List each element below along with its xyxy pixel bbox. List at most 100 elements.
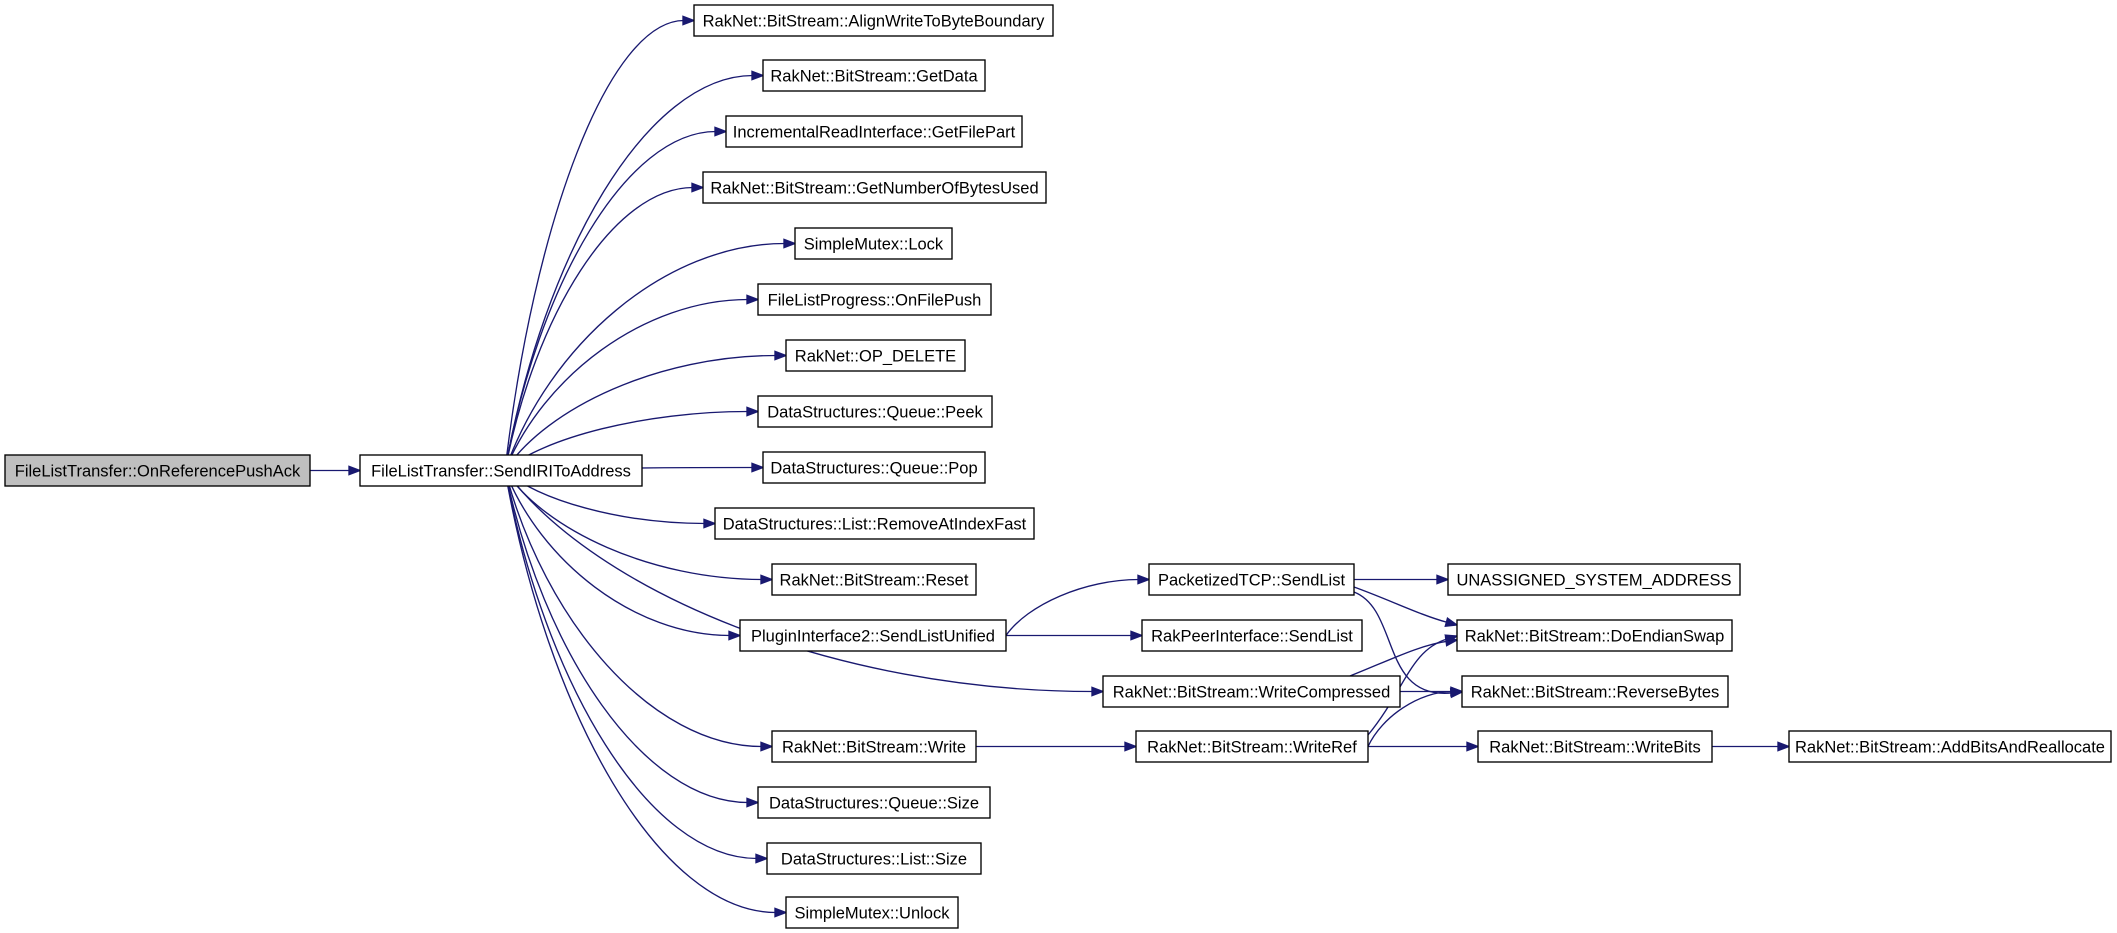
arrowhead-sendIRI-to-write [760, 741, 774, 752]
node-label-ptcpSendList: PacketizedTCP::SendList [1158, 572, 1346, 590]
node-box-rakPeerSendList[interactable] [1141, 619, 1363, 652]
node-label-getFilePart: IncrementalReadInterface::GetFilePart [733, 124, 1016, 142]
arrowhead-sendIRI-to-queueSize [746, 797, 760, 808]
node-writeRef[interactable]: RakNet::BitStream::WriteRef [1135, 730, 1369, 763]
arrowhead-sendIRI-to-unlock [774, 907, 788, 918]
node-label-reset: RakNet::BitStream::Reset [780, 572, 969, 590]
node-box-write[interactable] [771, 730, 977, 763]
arrowhead-root-to-sendIRI [348, 465, 362, 476]
arrowhead-sendListUnified-to-rakPeerSendList [1130, 630, 1144, 641]
node-sendListUnified[interactable]: PluginInterface2::SendListUnified [739, 619, 1007, 652]
node-box-queueSize[interactable] [757, 786, 991, 819]
node-label-onFilePush: FileListProgress::OnFilePush [768, 292, 982, 310]
node-box-writeRef[interactable] [1135, 730, 1369, 763]
node-queueSize[interactable]: DataStructures::Queue::Size [757, 786, 991, 819]
node-box-getFilePart[interactable] [725, 115, 1023, 148]
node-label-unassigned: UNASSIGNED_SYSTEM_ADDRESS [1456, 572, 1731, 590]
arrowhead-writeRef-to-writeBits [1466, 741, 1480, 752]
node-alignWrite[interactable]: RakNet::BitStream::AlignWriteToByteBound… [693, 4, 1054, 37]
arrowhead-sendListUnified-to-ptcpSendList [1137, 574, 1151, 585]
edge-ptcpSendList-to-doEndianSwap [1353, 586, 1448, 624]
node-listSize[interactable]: DataStructures::List::Size [766, 842, 982, 875]
node-box-doEndianSwap[interactable] [1456, 619, 1733, 652]
node-box-sendListUnified[interactable] [739, 619, 1007, 652]
node-box-removeAt[interactable] [714, 507, 1035, 540]
node-box-peek[interactable] [757, 395, 993, 428]
node-opDelete[interactable]: RakNet::OP_DELETE [785, 339, 966, 372]
node-label-lock: SimpleMutex::Lock [804, 236, 944, 254]
node-getData[interactable]: RakNet::BitStream::GetData [762, 59, 986, 92]
edge-sendIRI-to-getFilePart [504, 130, 717, 471]
node-box-writeBits[interactable] [1477, 730, 1713, 763]
node-box-addBits[interactable] [1788, 730, 2112, 763]
edge-sendIRI-to-sendListUnified [504, 470, 731, 637]
node-label-writeRef: RakNet::BitStream::WriteRef [1147, 739, 1357, 757]
node-label-writeCompressed: RakNet::BitStream::WriteCompressed [1113, 684, 1391, 702]
nodes-layer: FileListTransfer::OnReferencePushAck File… [4, 4, 2112, 929]
edge-sendIRI-to-onFilePush [504, 298, 749, 471]
node-label-rakPeerSendList: RakPeerInterface::SendList [1151, 628, 1353, 646]
node-box-getNumBytes[interactable] [702, 171, 1047, 204]
node-pop[interactable]: DataStructures::Queue::Pop [762, 451, 986, 484]
node-box-writeCompressed[interactable] [1102, 675, 1401, 708]
arrowhead-sendIRI-to-removeAt [703, 518, 717, 529]
node-root[interactable]: FileListTransfer::OnReferencePushAck [4, 454, 311, 487]
node-onFilePush[interactable]: FileListProgress::OnFilePush [757, 283, 992, 316]
edge-sendIRI-to-getNumBytes [504, 186, 694, 471]
node-reverseBytes[interactable]: RakNet::BitStream::ReverseBytes [1461, 675, 1729, 708]
arrowhead-sendIRI-to-opDelete [774, 350, 788, 361]
edge-sendIRI-to-queueSize [504, 470, 749, 804]
node-rakPeerSendList[interactable]: RakPeerInterface::SendList [1141, 619, 1363, 652]
node-peek[interactable]: DataStructures::Queue::Peek [757, 395, 993, 428]
arrowhead-sendIRI-to-onFilePush [746, 294, 760, 305]
node-box-ptcpSendList[interactable] [1148, 563, 1355, 596]
node-unlock[interactable]: SimpleMutex::Unlock [785, 896, 959, 929]
node-unassigned[interactable]: UNASSIGNED_SYSTEM_ADDRESS [1447, 563, 1741, 596]
node-label-getNumBytes: RakNet::BitStream::GetNumberOfBytesUsed [710, 180, 1038, 198]
node-box-unlock[interactable] [785, 896, 959, 929]
node-label-removeAt: DataStructures::List::RemoveAtIndexFast [723, 516, 1027, 534]
node-sendIRI[interactable]: FileListTransfer::SendIRIToAddress [359, 454, 643, 487]
node-label-doEndianSwap: RakNet::BitStream::DoEndianSwap [1465, 628, 1725, 646]
edge-sendIRI-to-alignWrite [504, 19, 685, 471]
node-ptcpSendList[interactable]: PacketizedTCP::SendList [1148, 563, 1355, 596]
node-box-onFilePush[interactable] [757, 283, 992, 316]
node-writeBits[interactable]: RakNet::BitStream::WriteBits [1477, 730, 1713, 763]
node-label-pop: DataStructures::Queue::Pop [770, 460, 977, 478]
edge-writeRef-to-doEndianSwap [1367, 638, 1448, 736]
node-label-root: FileListTransfer::OnReferencePushAck [15, 463, 301, 481]
arrowhead-ptcpSendList-to-doEndianSwap [1444, 616, 1459, 627]
arrowhead-sendIRI-to-lock [783, 238, 797, 249]
node-box-alignWrite[interactable] [693, 4, 1054, 37]
node-box-lock[interactable] [794, 227, 953, 260]
node-box-listSize[interactable] [766, 842, 982, 875]
node-label-alignWrite: RakNet::BitStream::AlignWriteToByteBound… [703, 13, 1046, 31]
node-box-sendIRI[interactable] [359, 454, 643, 487]
node-doEndianSwap[interactable]: RakNet::BitStream::DoEndianSwap [1456, 619, 1733, 652]
edge-sendIRI-to-opDelete [504, 354, 777, 471]
node-box-getData[interactable] [762, 59, 986, 92]
arrowhead-writeRef-to-reverseBytes [1450, 686, 1464, 697]
node-addBits[interactable]: RakNet::BitStream::AddBitsAndReallocate [1788, 730, 2112, 763]
node-label-reverseBytes: RakNet::BitStream::ReverseBytes [1471, 684, 1720, 702]
node-lock[interactable]: SimpleMutex::Lock [794, 227, 953, 260]
arrowhead-sendIRI-to-sendListUnified [728, 630, 742, 641]
node-reset[interactable]: RakNet::BitStream::Reset [771, 563, 977, 596]
edge-sendIRI-to-listSize [504, 470, 758, 860]
node-box-reverseBytes[interactable] [1461, 675, 1729, 708]
node-box-reset[interactable] [771, 563, 977, 596]
node-box-unassigned[interactable] [1447, 563, 1741, 596]
node-writeCompressed[interactable]: RakNet::BitStream::WriteCompressed [1102, 675, 1401, 708]
node-box-pop[interactable] [762, 451, 986, 484]
arrowhead-sendIRI-to-getData [751, 70, 765, 81]
node-label-writeBits: RakNet::BitStream::WriteBits [1489, 739, 1701, 757]
arrowhead-sendIRI-to-getFilePart [714, 126, 728, 137]
node-getNumBytes[interactable]: RakNet::BitStream::GetNumberOfBytesUsed [702, 171, 1047, 204]
node-removeAt[interactable]: DataStructures::List::RemoveAtIndexFast [714, 507, 1035, 540]
node-getFilePart[interactable]: IncrementalReadInterface::GetFilePart [725, 115, 1023, 148]
arrowhead-writeBits-to-addBits [1777, 741, 1791, 752]
node-write[interactable]: RakNet::BitStream::Write [771, 730, 977, 763]
node-box-root[interactable] [4, 454, 311, 487]
node-box-opDelete[interactable] [785, 339, 966, 372]
